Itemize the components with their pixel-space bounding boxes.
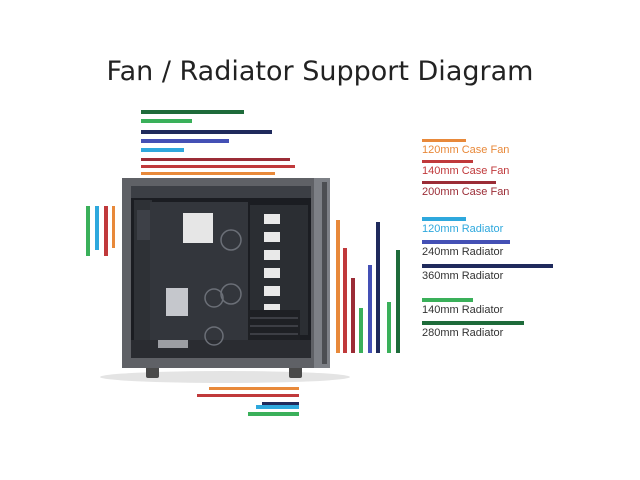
legend-item-280mm-radiator: 280mm Radiator [422, 321, 524, 339]
fan-outline-3 [204, 288, 224, 308]
legend-swatch [422, 160, 473, 163]
top-glass-strip [131, 186, 311, 198]
front-bar-120mm-fan [336, 220, 340, 353]
drive-bay-6 [264, 304, 280, 314]
top-mount-bars [141, 110, 295, 175]
rear-bar-140mm-fan [104, 206, 108, 256]
legend-swatch [422, 321, 524, 325]
front-bar-360mm-radiator [376, 222, 380, 353]
top-bar-120mm-radiator [141, 148, 184, 152]
legend-item-360mm-radiator: 360mm Radiator [422, 264, 553, 282]
drive-bay-1 [264, 214, 280, 224]
front-bar-140mm-radiator [359, 308, 363, 353]
top-bar-280mm-radiator [141, 110, 244, 114]
top-bar-360mm-radiator [141, 130, 272, 134]
bracket-mount-2 [158, 340, 188, 348]
legend-label: 240mm Radiator [422, 246, 504, 258]
rear-bar-120mm-fan [112, 206, 115, 248]
legend-swatch [422, 298, 473, 302]
legend-label: 140mm Case Fan [422, 165, 510, 177]
legend-swatch [422, 240, 510, 244]
legend-label: 120mm Radiator [422, 223, 504, 235]
front-bar-200mm-fan [351, 278, 355, 353]
legend-item-200mm-case-fan: 200mm Case Fan [422, 181, 509, 198]
front-bar-240mm-radiator [368, 265, 372, 353]
legend-swatch [422, 139, 466, 142]
bottom-bar-120mm-fan [209, 387, 299, 390]
rear-bar-140mm-radiator [86, 206, 90, 256]
front-bar-280mm-radiator [396, 250, 400, 353]
legend-swatch [422, 181, 496, 184]
legend-label: 200mm Case Fan [422, 186, 510, 198]
legend-label: 140mm Radiator [422, 304, 504, 316]
drive-bay-2 [264, 232, 280, 242]
front-bar-140mm-radiator-2 [387, 302, 391, 353]
bottom-bar-120mm-radiator [256, 405, 299, 409]
case-shadow [100, 371, 350, 383]
legend-item-140mm-radiator: 140mm Radiator [422, 298, 503, 316]
front-mount-bars [336, 220, 400, 353]
drive-bay-3 [264, 250, 280, 260]
front-panel-edge [322, 182, 327, 364]
top-bar-140mm-radiator [141, 119, 192, 123]
legend-item-120mm-case-fan: 120mm Case Fan [422, 139, 509, 156]
top-bar-240mm-radiator [141, 139, 229, 143]
legend-item-120mm-radiator: 120mm Radiator [422, 217, 503, 235]
legend-swatch [422, 217, 466, 221]
bottom-bar-360mm-radiator [262, 402, 299, 405]
legend-item-140mm-case-fan: 140mm Case Fan [422, 160, 509, 177]
drive-bay-4 [264, 268, 280, 278]
legend-item-240mm-radiator: 240mm Radiator [422, 240, 510, 258]
fan-outline-2 [220, 283, 242, 305]
bottom-bar-140mm-fan [197, 394, 299, 397]
legend-label: 120mm Case Fan [422, 144, 510, 156]
bracket-mount [166, 288, 188, 316]
front-bar-140mm-fan [343, 248, 347, 353]
legend-label: 360mm Radiator [422, 270, 504, 282]
diagram-title: Fan / Radiator Support Diagram [106, 56, 534, 87]
fan-outline-1 [220, 229, 242, 251]
rear-mount-bars [86, 206, 115, 256]
drive-cage [248, 310, 300, 340]
top-bar-140mm-fan [141, 165, 295, 168]
drive-bay-5 [264, 286, 280, 296]
legend-label: 280mm Radiator [422, 327, 504, 339]
fan-outline-4 [204, 326, 224, 346]
cpu-cutout [183, 213, 213, 243]
legend-swatch [422, 264, 553, 268]
rear-fan [137, 210, 150, 240]
bottom-bar-140mm-radiator [248, 412, 299, 416]
top-bar-200mm-fan [141, 158, 290, 161]
pc-case [100, 178, 350, 383]
bottom-mount-bars [197, 387, 299, 416]
legend: 120mm Case Fan 140mm Case Fan 200mm Case… [422, 0, 622, 480]
rear-bar-120mm-radiator [95, 206, 99, 250]
top-bar-120mm-fan [141, 172, 275, 175]
